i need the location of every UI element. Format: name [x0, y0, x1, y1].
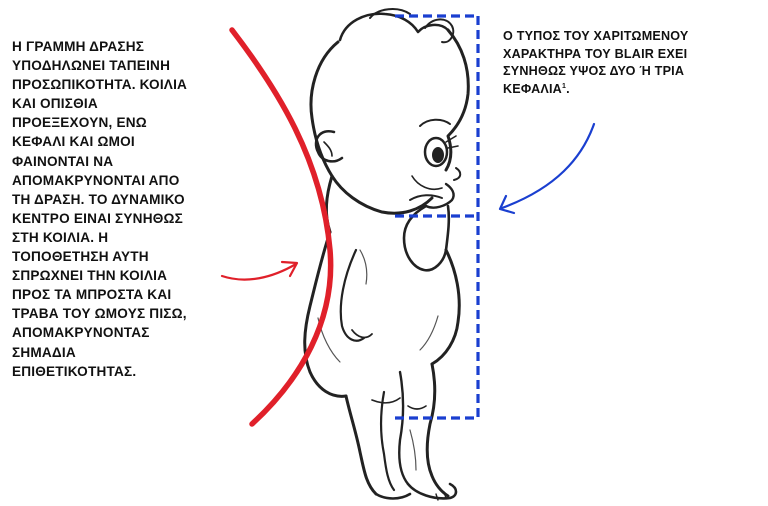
- sketch-hatch: [420, 316, 438, 350]
- knee-crease: [372, 398, 400, 403]
- pupil: [432, 147, 444, 163]
- head-outline: [446, 30, 468, 170]
- sketch-hatch: [360, 250, 367, 284]
- eyebrow: [420, 120, 450, 126]
- head-height-bracket: [395, 16, 478, 418]
- back-arm: [341, 250, 364, 341]
- line-of-action-curve: [232, 30, 331, 424]
- cheek: [412, 176, 442, 189]
- back-leg: [346, 396, 376, 494]
- front-leg-inner: [399, 372, 408, 484]
- back-hand: [352, 330, 372, 337]
- knee-crease: [408, 406, 426, 409]
- hand: [410, 195, 442, 200]
- foot: [376, 494, 410, 499]
- nose: [454, 168, 460, 180]
- ear-inner: [324, 142, 332, 156]
- blue-pointer-arrow-icon: [500, 124, 594, 213]
- back-leg-inner: [381, 392, 394, 490]
- front-leg: [427, 364, 448, 496]
- sketch-hatch: [410, 430, 416, 470]
- red-pointer-arrow-icon: [222, 262, 297, 280]
- hair-curl: [340, 14, 448, 40]
